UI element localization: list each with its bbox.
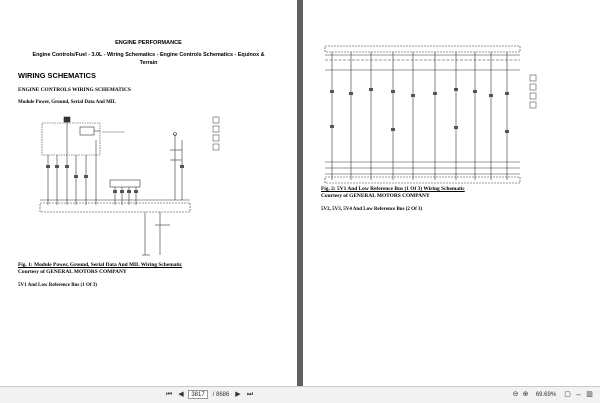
- first-page-icon[interactable]: ⏮: [165, 391, 173, 398]
- current-page-input[interactable]: 3817: [188, 390, 208, 399]
- figure-caption: Fig. 2: 5V1 And Low Reference Bus (1 Of …: [321, 186, 465, 192]
- wiring-schematic-figure-1: ▭▭▭▭▭▭▭▭: [39, 116, 220, 256]
- page-navigation-toolbar: ⏮ ◀ 3817 / 8686 ▶ ⏭ ⊖ ⊕ 69.69% ▢ ↔ ▥: [0, 386, 600, 403]
- previous-page-icon[interactable]: ◀: [178, 391, 184, 398]
- fit-width-icon[interactable]: ↔: [575, 391, 582, 398]
- two-page-view-icon[interactable]: ▥: [586, 391, 593, 398]
- page-subheader: Engine Controls/Fuel - 3.0L - Wiring Sch…: [32, 52, 265, 58]
- zoom-level[interactable]: 69.69%: [535, 392, 557, 398]
- zoom-in-icon[interactable]: ⊕: [522, 391, 529, 398]
- figure-courtesy: Courtesy of GENERAL MOTORS COMPANY: [18, 269, 127, 275]
- next-item-label: 5V2, 5V3, 5V4 And Low Reference Bus (2 O…: [321, 207, 423, 212]
- svg-text:▭▭▭▭▭▭▭▭: ▭▭▭▭▭▭▭▭: [102, 130, 125, 134]
- document-page-left: ENGINE PERFORMANCE Engine Controls/Fuel …: [0, 0, 297, 386]
- last-page-icon[interactable]: ⏭: [246, 391, 254, 398]
- page-subheader-cont: Terrain: [139, 60, 158, 66]
- figure-caption: Fig. 1: Module Power, Ground, Serial Dat…: [18, 262, 183, 268]
- wiring-schematic-figure-2: [324, 45, 537, 184]
- page-header: ENGINE PERFORMANCE: [115, 40, 182, 46]
- document-page-right: Fig. 2: 5V1 And Low Reference Bus (1 Of …: [303, 0, 600, 386]
- next-page-icon[interactable]: ▶: [235, 391, 241, 398]
- page-count-label: / 8686: [212, 392, 230, 398]
- section-title: WIRING SCHEMATICS: [18, 71, 96, 80]
- next-item-label: 5V1 And Low Reference Bus (1 Of 3): [18, 283, 97, 288]
- fit-page-icon[interactable]: ▢: [564, 391, 571, 398]
- zoom-out-icon[interactable]: ⊖: [512, 391, 519, 398]
- figure-courtesy: Courtesy of GENERAL MOTORS COMPANY: [321, 193, 430, 199]
- item-label: Module Power, Ground, Serial Data And MI…: [18, 100, 117, 105]
- sub-title: ENGINE CONTROLS WIRING SCHEMATICS: [18, 87, 131, 93]
